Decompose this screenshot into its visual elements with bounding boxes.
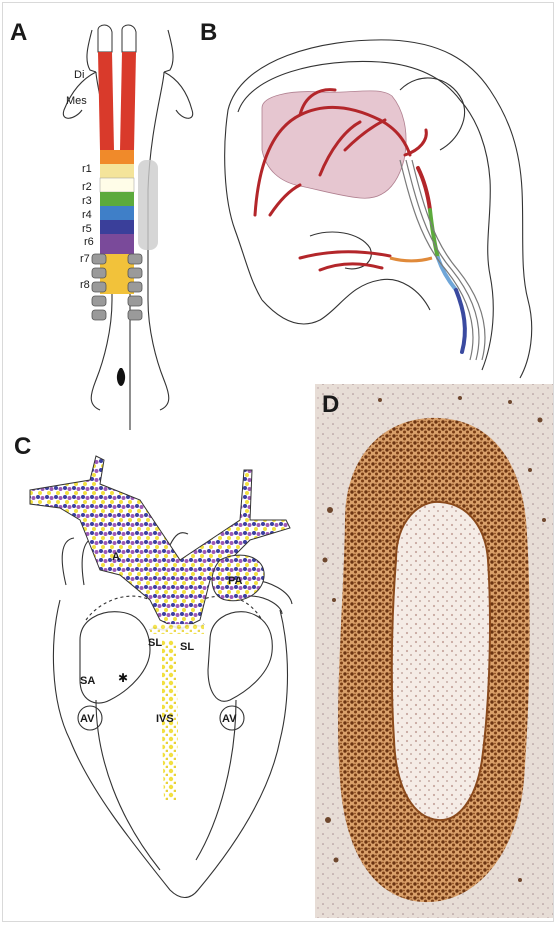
label-r2: r2	[82, 181, 92, 193]
cap-right	[122, 25, 136, 52]
left-ventricle-line	[96, 700, 160, 870]
segment-r6	[100, 220, 134, 234]
label-sl-left: SL	[148, 637, 162, 649]
segment-r4	[100, 192, 134, 206]
label-r6: r6	[84, 236, 94, 248]
label-mes: Mes	[66, 95, 87, 107]
segment-r2	[100, 164, 134, 178]
panel-a: A	[10, 19, 193, 430]
label-av-right: AV	[222, 713, 237, 725]
node	[117, 368, 125, 386]
label-sl-right: SL	[180, 641, 194, 653]
panel-c: C ✱ A PA	[14, 433, 292, 898]
panel-a-letter: A	[10, 19, 27, 46]
panel-c-letter: C	[14, 433, 31, 460]
panel-b-letter: B	[200, 19, 217, 46]
otic-outline	[400, 78, 465, 150]
label-r7: r7	[80, 253, 90, 265]
label-a: A	[112, 551, 120, 563]
panel-b: B	[200, 19, 532, 378]
brain-flare-right	[164, 72, 193, 118]
label-r1: r1	[82, 163, 92, 175]
di-mes-left-column	[98, 52, 114, 150]
left-chamber	[80, 612, 150, 703]
segment-r7	[100, 234, 134, 254]
orange-branch	[390, 258, 432, 261]
right-chamber	[208, 612, 272, 702]
label-r5: r5	[82, 223, 92, 235]
label-sa: SA	[80, 675, 95, 687]
superior-vessel	[170, 533, 188, 545]
label-di: Di	[74, 69, 84, 81]
label-r8: r8	[80, 279, 90, 291]
valve-dots	[150, 624, 204, 634]
outflow-vessels	[30, 456, 290, 630]
sa-node-mark: ✱	[118, 671, 128, 685]
atrium-left	[62, 538, 94, 585]
embryo-head-outline	[225, 40, 532, 378]
segment-r5	[100, 206, 134, 220]
lumen	[392, 502, 490, 820]
panel-d-letter: D	[322, 391, 339, 418]
label-r3: r3	[82, 195, 92, 207]
label-av-left: AV	[80, 713, 95, 725]
di-mes-right-column	[120, 52, 136, 150]
label-pa: PA	[228, 575, 243, 587]
segment-r1	[100, 150, 134, 164]
label-ivs: IVS	[156, 713, 174, 725]
rhombomere-shade	[138, 160, 158, 250]
cap-left	[98, 25, 112, 52]
label-r4: r4	[82, 209, 92, 221]
segment-r3	[100, 178, 134, 192]
pharyngeal-outline	[262, 279, 430, 324]
panel-d: D	[315, 384, 553, 918]
